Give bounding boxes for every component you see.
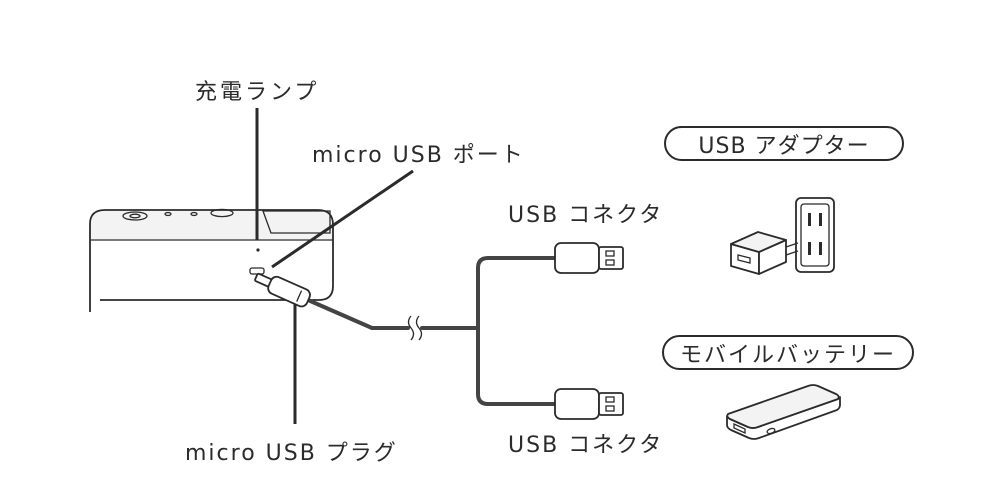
cable-branch-top (476, 256, 558, 330)
micro-usb-plug-label: micro USB プラグ (185, 441, 398, 466)
device-top-panel (262, 210, 331, 234)
usb-adapter-pill (664, 126, 904, 161)
device-button-dot-2 (190, 211, 198, 217)
wall-outlet-plate (795, 197, 835, 273)
micro-usb-plug-body (267, 275, 311, 308)
usb-connector-top-hole-1 (605, 250, 615, 257)
adapter-prong (785, 250, 799, 256)
usb-connector-bottom-hole-2 (605, 405, 615, 412)
device-button-dot-1 (164, 211, 172, 217)
usb-connector-top-body (554, 242, 600, 274)
usb-connector-bottom-label: USB コネクタ (508, 433, 663, 458)
usb-connector-bottom-hole-1 (605, 396, 615, 403)
mobile-battery-icon (726, 384, 841, 440)
usb-connector-bottom (554, 388, 624, 420)
adapter-usb-slot (737, 254, 751, 264)
cable-segment-plug (306, 298, 410, 330)
mobile-battery-pill (662, 335, 914, 370)
device-button-left-center (129, 213, 141, 219)
charge-lamp-dot (256, 248, 260, 252)
micro-usb-port-leader-line (271, 169, 414, 269)
usb-connector-bottom-metal (598, 392, 624, 416)
usb-connector-top-label: USB コネクタ (508, 203, 663, 228)
device-button-left-ring (122, 211, 148, 221)
wall-outlet-slot (808, 213, 811, 226)
battery-round-port (766, 427, 776, 435)
usb-connector-bottom-body (554, 388, 600, 420)
cable-break-mark-left (407, 315, 415, 341)
wall-outlet-slot (808, 242, 811, 255)
usb-adapter-label: USB アダプター (698, 134, 869, 159)
mobile-battery-label: モバイルバッテリー (680, 343, 896, 368)
usb-connector-top-hole-2 (605, 259, 615, 266)
device-button-right-ring (210, 208, 234, 218)
usb-connector-top-metal (598, 246, 624, 270)
cable-break-mark-right (415, 315, 423, 341)
charge-lamp-label: 充電ランプ (195, 80, 319, 105)
micro-usb-plug (254, 272, 311, 308)
adapter-top-face (730, 231, 787, 253)
device-top-face (91, 211, 332, 239)
cable-branch-bottom (476, 326, 558, 406)
wall-outlet-inner (800, 203, 830, 267)
wall-outlet-slot (819, 213, 822, 226)
usb-cable (306, 256, 558, 406)
micro-usb-plug-grip (296, 290, 303, 302)
battery-top-face (726, 384, 840, 429)
battery-usb-port (733, 422, 746, 435)
wall-outlet-slot (819, 242, 822, 255)
micro-usb-port-label: micro USB ポート (312, 143, 525, 168)
usb-connector-top (554, 242, 624, 274)
adapter-prong (785, 242, 799, 248)
usb-adapter-icon (730, 197, 835, 275)
